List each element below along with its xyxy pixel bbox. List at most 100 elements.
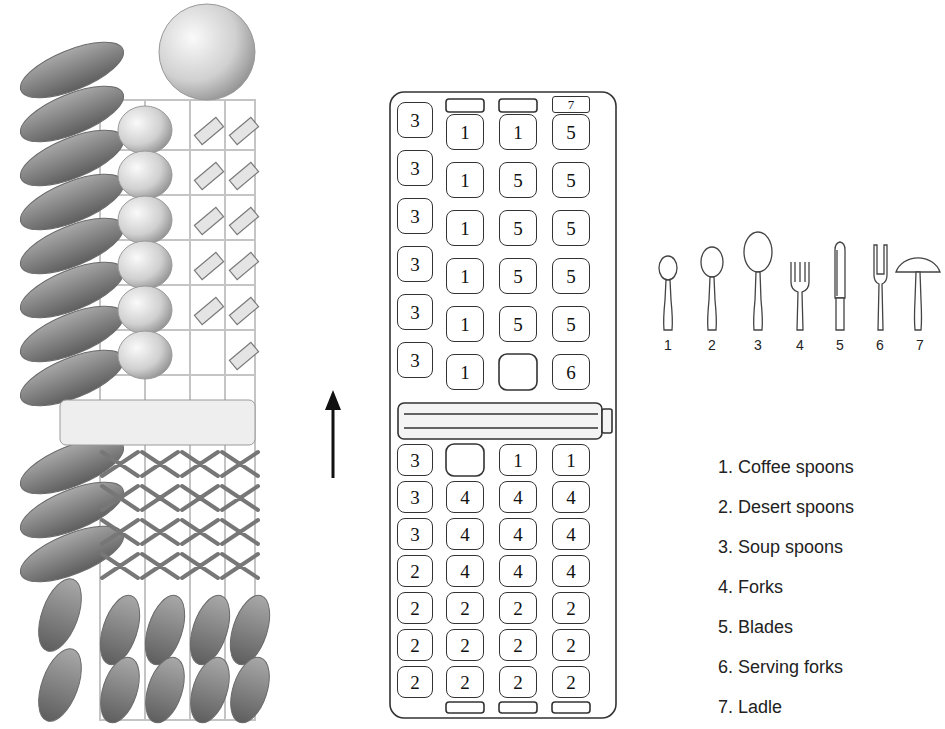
slot-box: 2 [552, 629, 590, 661]
slot-number: 3 [410, 159, 420, 178]
basket-top-view [404, 413, 598, 415]
slot-number: 3 [410, 303, 420, 322]
slot-number: 1 [460, 315, 470, 334]
cutlery-icons [708, 277, 717, 330]
slot-number: 2 [410, 673, 420, 692]
coffee-spoon-bowls [118, 331, 172, 379]
slot-number: 2 [566, 673, 576, 692]
slot-number: 3 [410, 351, 420, 370]
slot-number: 5 [566, 171, 576, 190]
slot-box: 1 [499, 444, 537, 476]
cutlery-icons [659, 256, 677, 280]
cutlery-icons [701, 247, 723, 277]
slot-number: 1 [460, 363, 470, 382]
slot-number: 4 [460, 525, 470, 544]
soup-spoon-heads [30, 643, 90, 727]
slot-box: 2 [397, 629, 433, 661]
desert-spoon-heads [223, 591, 278, 670]
direction-arrow [332, 405, 335, 478]
slot-number: 7 [568, 98, 575, 111]
desert-spoon-heads [138, 591, 193, 670]
slot-box: 1 [446, 354, 484, 390]
basket-top-view [446, 702, 484, 713]
blade-handles [194, 252, 223, 279]
key-item: 5. Blades [718, 618, 793, 638]
slot-box: 4 [499, 481, 537, 513]
cutlery-icons [659, 232, 940, 330]
basket-frame [100, 374, 255, 376]
slot-box: 3 [397, 444, 433, 476]
basket-top-view [552, 702, 590, 713]
slot-box: 3 [397, 481, 433, 513]
slot-number: 5 [513, 171, 523, 190]
slot-number: 3 [410, 255, 420, 274]
basket-top-view [499, 99, 537, 112]
slot-number: 2 [513, 599, 523, 618]
slot-number: 2 [513, 673, 523, 692]
slot-number: 2 [460, 636, 470, 655]
desert-spoon-heads [223, 652, 276, 727]
basket-frame [100, 239, 255, 241]
slot-number: 2 [460, 673, 470, 692]
slot-box: 1 [552, 444, 590, 476]
basket-top-view [602, 409, 612, 433]
slot-number: 1 [566, 451, 576, 470]
coffee-spoon-bowls [118, 106, 172, 379]
slot-box: 2 [499, 666, 537, 698]
slot-box: 1 [446, 162, 484, 198]
basket-frame [100, 149, 255, 151]
desert-spoon-heads [93, 652, 146, 727]
slot-number: 5 [513, 219, 523, 238]
basket-frame [100, 329, 255, 331]
slot-box: 3 [397, 246, 433, 282]
fork-stack [102, 554, 258, 578]
basket-top-view [499, 354, 537, 390]
desert-spoon-heads [183, 591, 238, 670]
slot-box: 7 [552, 96, 590, 113]
basket-frame [100, 284, 255, 286]
direction-arrow [325, 390, 341, 410]
slot-box: 2 [499, 592, 537, 624]
slot-box: 3 [397, 198, 433, 234]
blade-handles [229, 162, 258, 189]
slot-number: 5 [566, 315, 576, 334]
basket-top-view [446, 444, 484, 476]
slot-number: 4 [566, 525, 576, 544]
key-item: 1. Coffee spoons [718, 458, 854, 478]
callout-number: 5 [836, 338, 844, 353]
cutlery-icons [791, 262, 809, 330]
slot-box: 2 [446, 629, 484, 661]
basket-frame [100, 194, 255, 196]
blade-handles [229, 342, 258, 369]
coffee-spoon-bowls [118, 196, 172, 244]
slot-number: 3 [410, 488, 420, 507]
slot-number: 4 [513, 488, 523, 507]
slot-box: 5 [552, 162, 590, 198]
blade-handles [229, 297, 258, 324]
slot-number: 3 [410, 111, 420, 130]
slot-number: 3 [410, 451, 420, 470]
slot-box: 1 [446, 114, 484, 150]
blade-handles [229, 252, 258, 279]
slot-box: 3 [397, 518, 433, 550]
slot-number: 2 [410, 636, 420, 655]
slot-number: 2 [410, 562, 420, 581]
ladle-bowl [159, 4, 255, 100]
slot-box: 2 [499, 629, 537, 661]
slot-box: 4 [552, 518, 590, 550]
fork-stack [102, 452, 258, 578]
slot-number: 2 [566, 636, 576, 655]
slot-box: 4 [446, 555, 484, 587]
blade-handles [194, 117, 223, 144]
slot-number: 4 [460, 488, 470, 507]
slot-box: 4 [446, 481, 484, 513]
slot-box: 2 [552, 666, 590, 698]
slot-number: 5 [566, 123, 576, 142]
callout-number: 2 [708, 338, 716, 353]
basket-top-view [499, 702, 537, 713]
slot-number: 1 [460, 123, 470, 142]
slot-number: 4 [513, 525, 523, 544]
slot-number: 3 [410, 207, 420, 226]
key-item: 6. Serving forks [718, 658, 843, 678]
slot-box: 5 [499, 258, 537, 294]
